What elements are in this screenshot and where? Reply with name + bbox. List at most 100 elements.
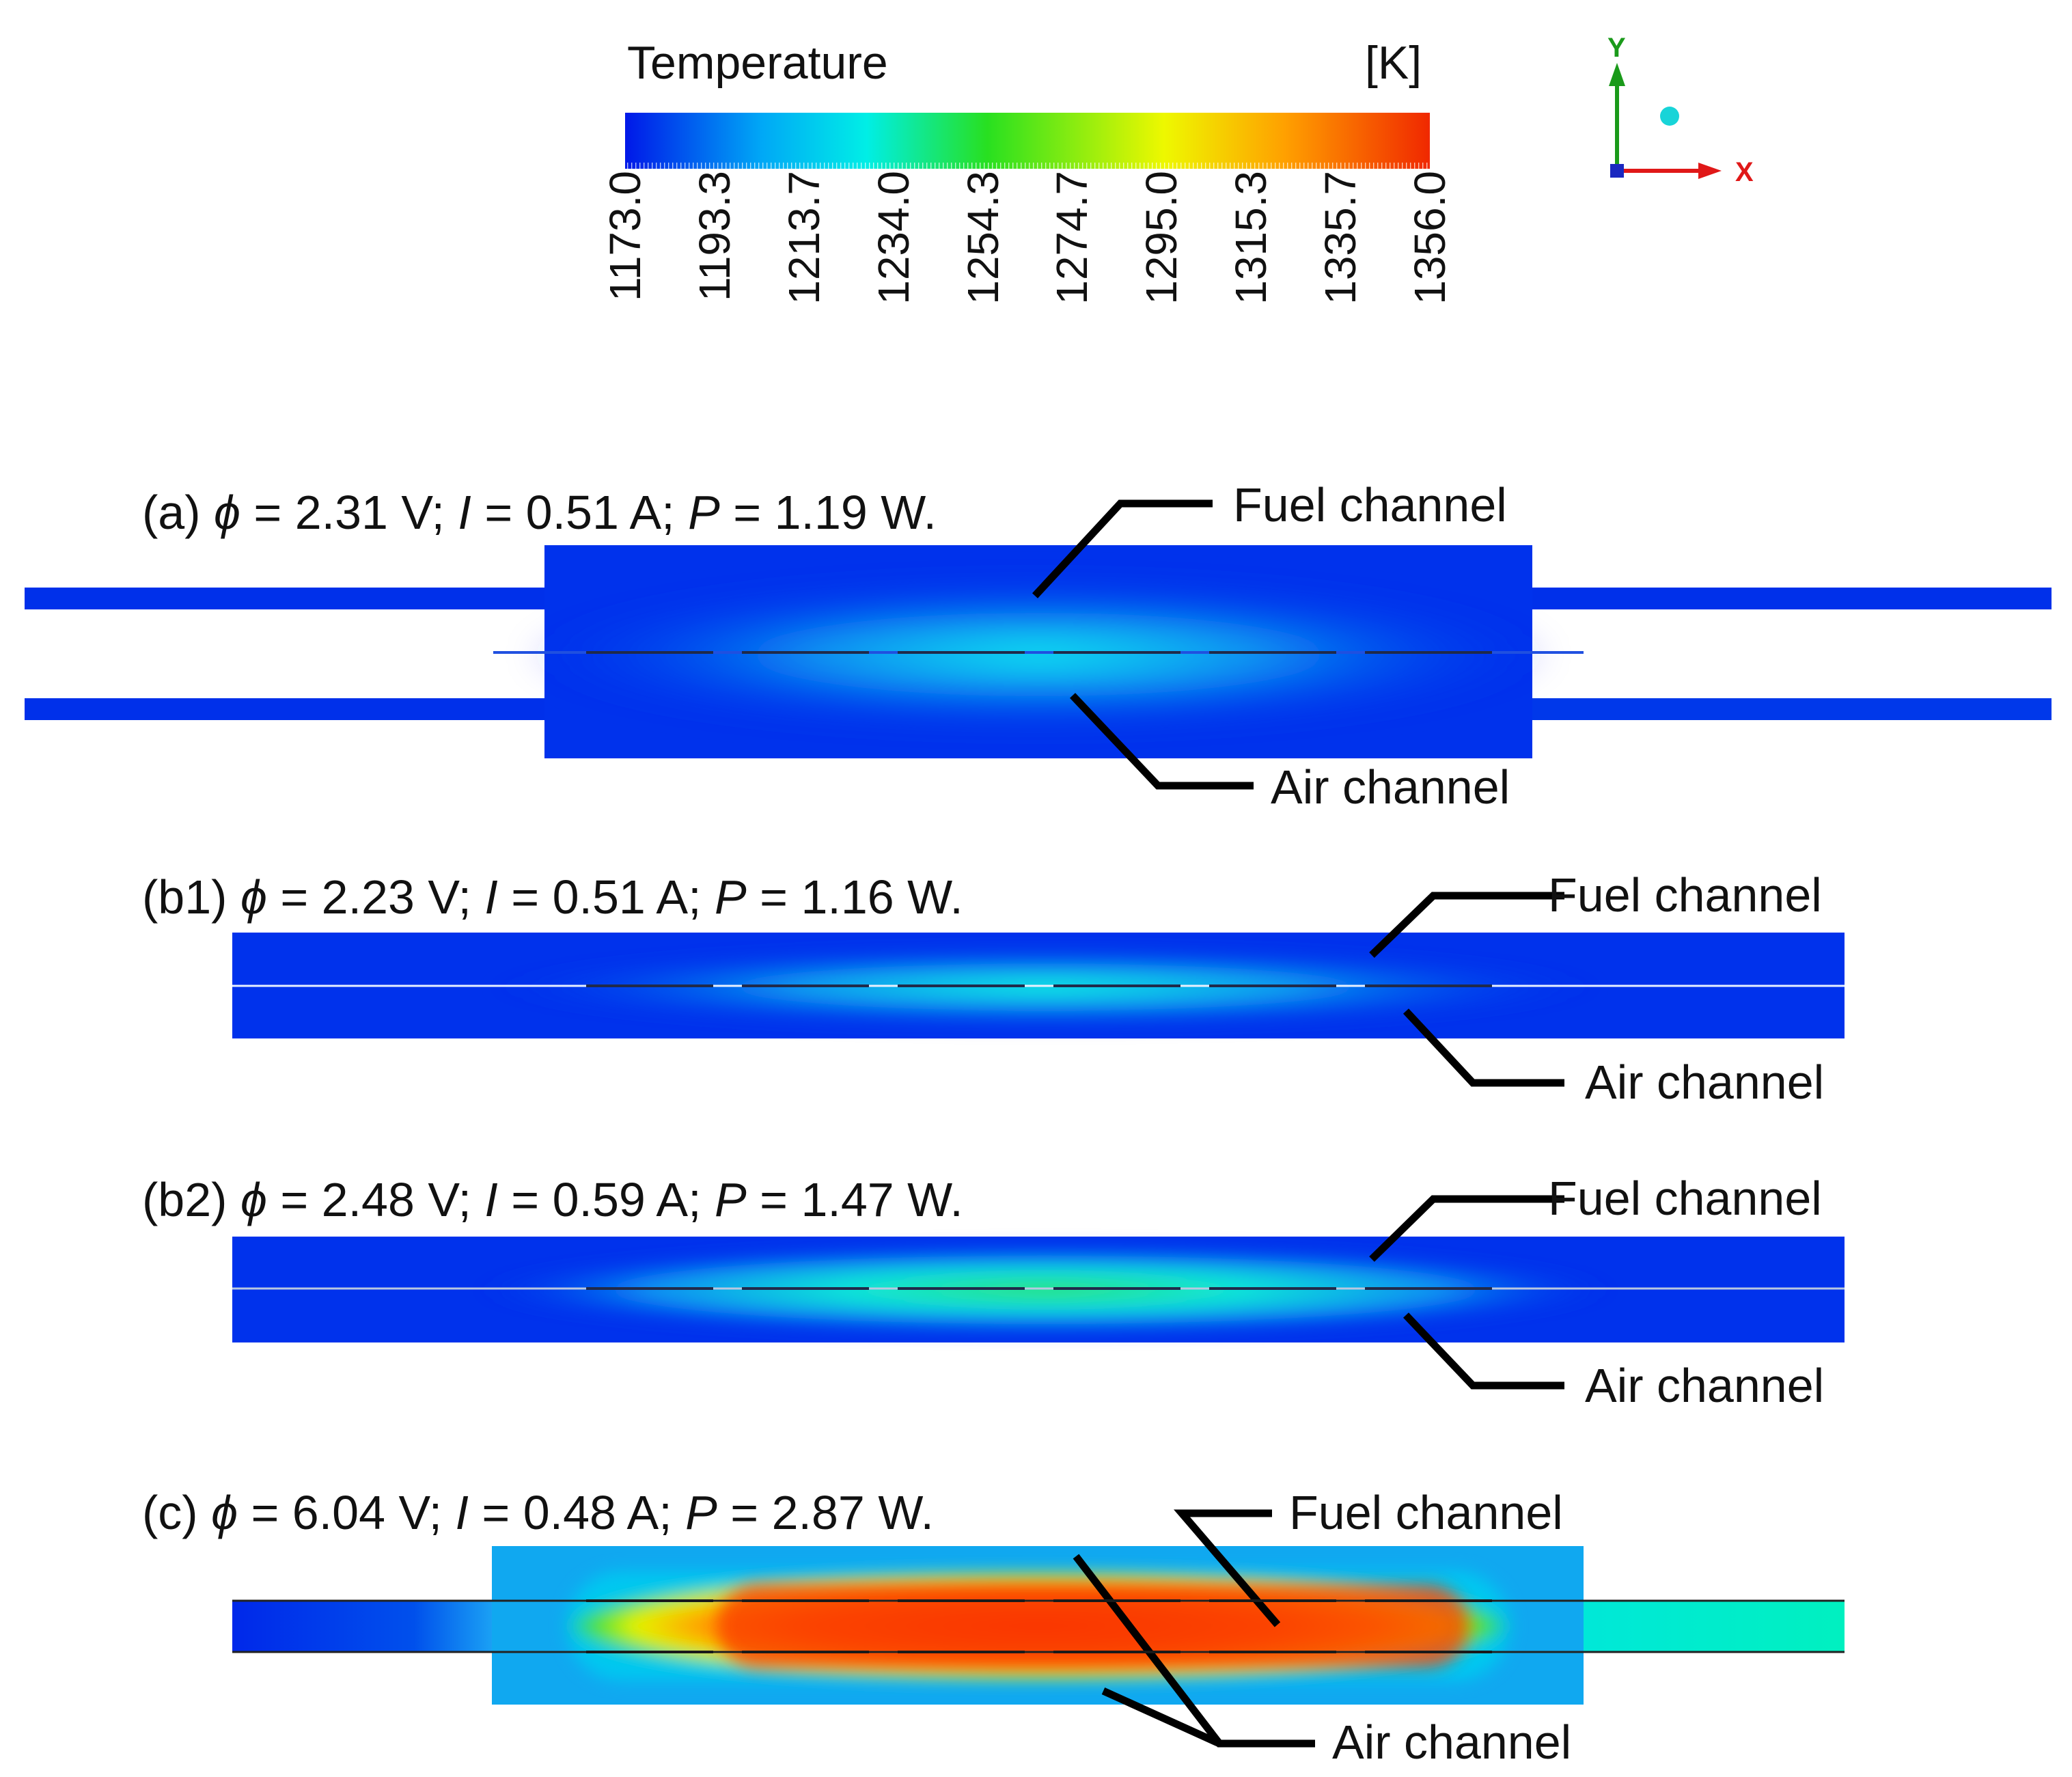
air-channel-callout-b1: Air channel	[1585, 1056, 1825, 1109]
y-axis-label: Y	[1607, 33, 1626, 63]
fuel-channel-callout-b2: Fuel channel	[1548, 1172, 1822, 1225]
colorbar-tick-label: 1315.3	[1226, 171, 1276, 305]
current-value: 0.48 A	[523, 1486, 659, 1539]
colorbar-tick-label: 1356.0	[1405, 171, 1454, 305]
current-symbol: I	[484, 870, 498, 924]
equals: =	[468, 1486, 523, 1539]
legend-unit: [K]	[1365, 37, 1422, 89]
colorbar-tick-label: 1295.0	[1137, 171, 1187, 305]
power-symbol: P	[688, 486, 720, 539]
power-symbol: P	[715, 1173, 747, 1226]
equals: =	[719, 486, 775, 539]
x-axis-arrowhead	[1698, 163, 1722, 179]
power-value: 1.16 W.	[801, 870, 963, 924]
colorbar-tick-label: 1335.7	[1316, 171, 1366, 305]
voltage-value: 2.23 V	[321, 870, 458, 924]
origin-box	[1610, 164, 1624, 178]
x-axis-label: X	[1735, 157, 1754, 187]
separator: ;	[661, 486, 689, 539]
colorbar-minor-ticks	[625, 163, 1430, 169]
phi-symbol: ϕ	[240, 870, 267, 924]
colorbar	[625, 113, 1430, 169]
contour-case-a	[25, 545, 2052, 758]
outlet-channel	[1584, 1601, 1845, 1652]
warm-zone	[519, 579, 1558, 730]
separator: ;	[428, 1486, 456, 1539]
separator: ;	[431, 486, 458, 539]
axis-triad	[1609, 63, 1722, 179]
current-value: 0.51 A	[552, 870, 689, 924]
power-value: 2.87 W.	[771, 1486, 934, 1539]
current-value: 0.59 A	[552, 1173, 689, 1226]
fuel-outlet-pipe	[1532, 588, 2052, 609]
separator: ;	[688, 1173, 715, 1226]
colorbar-tick-label: 1213.7	[779, 171, 829, 305]
case-label-b2: (b2) ϕ = 2.48 V; I = 0.59 A; P = 1.47 W.	[142, 1171, 963, 1228]
voltage-value: 2.48 V	[321, 1173, 458, 1226]
warm-zone	[485, 945, 1605, 1030]
case-id: (c)	[142, 1486, 198, 1539]
equals: =	[497, 1173, 553, 1226]
hot-core	[717, 1585, 1469, 1667]
fuel-leader-b1	[1369, 892, 1564, 958]
contour-case-c	[232, 1546, 1845, 1705]
case-label-c: (c) ϕ = 6.04 V; I = 0.48 A; P = 2.87 W.	[142, 1484, 934, 1541]
colorbar-tick-label: 1193.3	[689, 171, 739, 301]
fuel-leader-b2	[1369, 1195, 1564, 1262]
colorbar-tick-label: 1173.0	[600, 171, 650, 301]
phi-symbol: ϕ	[240, 1173, 267, 1226]
voltage-value: 2.31 V	[294, 486, 432, 539]
air-channel-callout-c: Air channel	[1332, 1716, 1572, 1769]
fuel-leader-c	[1174, 1509, 1281, 1627]
air-outlet-pipe	[1532, 698, 2052, 720]
voltage-value: 6.04 V	[292, 1486, 429, 1539]
fuel-channel-callout-a: Fuel channel	[1233, 478, 1507, 532]
power-value: 1.47 W.	[801, 1173, 963, 1226]
case-label-b1: (b1) ϕ = 2.23 V; I = 0.51 A; P = 1.16 W.	[142, 868, 963, 926]
phi-symbol: ϕ	[214, 486, 240, 539]
case-id: (b1)	[142, 870, 227, 924]
legend-title: Temperature	[627, 37, 888, 89]
leader-lines	[1032, 499, 1564, 1748]
contour-case-b2	[232, 1237, 1845, 1342]
equals: =	[717, 1486, 772, 1539]
air-leader-b1	[1403, 1008, 1564, 1087]
colorbar-gradient	[625, 113, 1430, 169]
y-axis-arrowhead	[1609, 63, 1625, 86]
equals: =	[746, 1173, 801, 1226]
air-leader-b2	[1403, 1312, 1564, 1390]
separator: ;	[688, 870, 715, 924]
current-value: 0.51 A	[525, 486, 662, 539]
separator: ;	[659, 1486, 686, 1539]
equals: =	[240, 486, 295, 539]
current-symbol: I	[484, 1173, 498, 1226]
separator: ;	[458, 1173, 485, 1226]
current-symbol: I	[458, 486, 471, 539]
air-leader-c-2	[1101, 1687, 1221, 1748]
fuel-leader-a	[1032, 499, 1213, 598]
colorbar-tick-label: 1274.7	[1047, 171, 1097, 305]
air-leader-a	[1070, 693, 1254, 790]
equals: =	[497, 870, 553, 924]
equals: =	[266, 1173, 322, 1226]
power-value: 1.19 W.	[774, 486, 937, 539]
air-channel-callout-b2: Air channel	[1585, 1359, 1825, 1412]
view-sphere	[1660, 107, 1679, 126]
colorbar-tick-label: 1234.0	[868, 171, 918, 305]
separator: ;	[458, 870, 485, 924]
equals: =	[238, 1486, 292, 1539]
case-label-a: (a) ϕ = 2.31 V; I = 0.51 A; P = 1.19 W.	[142, 484, 937, 541]
inlet-channel	[232, 1601, 492, 1652]
fuel-inlet-pipe	[25, 588, 545, 609]
air-inlet-pipe	[25, 698, 545, 720]
equals: =	[746, 870, 801, 924]
power-symbol: P	[715, 870, 747, 924]
fuel-channel-callout-c: Fuel channel	[1289, 1486, 1563, 1539]
equals: =	[471, 486, 526, 539]
warm-zone	[471, 1245, 1619, 1335]
current-symbol: I	[455, 1486, 469, 1539]
equals: =	[266, 870, 322, 924]
fuel-channel-callout-b1: Fuel channel	[1548, 868, 1822, 922]
contour-case-b1	[232, 933, 1845, 1038]
